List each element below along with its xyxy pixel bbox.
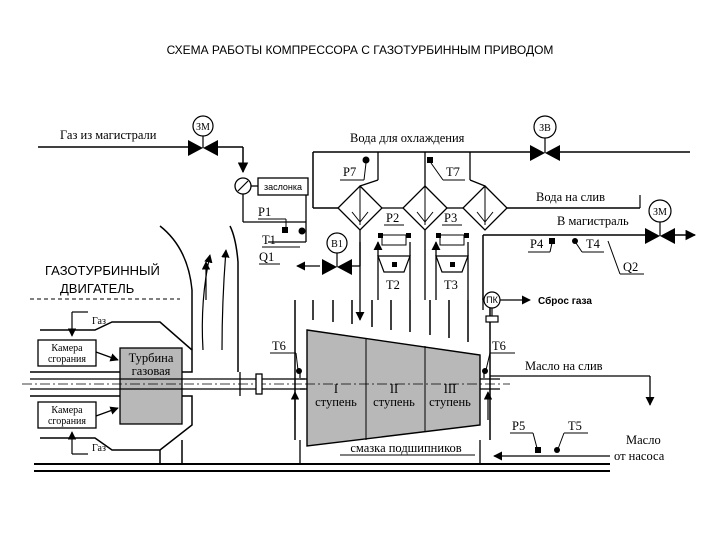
- exchanger-connections: [359, 179, 486, 209]
- sensor-group-1: P1 T1 Q1: [258, 205, 306, 265]
- combustion-bottom-text-b: сгорания: [48, 416, 86, 427]
- sensor-p4: P4: [530, 237, 544, 251]
- sensor-group-4: P4 T4 Q2: [528, 237, 644, 275]
- sensor-p1: P1: [258, 205, 271, 219]
- compressor-top-blades: [312, 300, 469, 342]
- gas-turbine-engine: ГАЗОТУРБИННЫЙ ДВИГАТЕЛЬ Газ Газ Камера с…: [30, 225, 239, 464]
- to-main-label: В магистраль: [557, 214, 629, 228]
- sensor-t6-left: T6: [272, 339, 286, 353]
- turbine-text-b: газовая: [132, 364, 171, 378]
- sensor-p7: P7: [343, 165, 356, 179]
- main-shaft: [22, 372, 305, 396]
- cooling-water-line: Вода для охлаждения: [312, 131, 690, 209]
- bearing-lube-label: смазка подшипников: [350, 441, 461, 455]
- sensor-t6-left-group: T6: [270, 339, 302, 374]
- heat-exchanger-2: [402, 185, 448, 231]
- valve-v1-label: В1: [331, 239, 343, 250]
- combustion-chamber-bottom: [37, 401, 97, 429]
- oil-from-pump-label-2: от насоса: [614, 449, 665, 463]
- sensor-t4: T4: [586, 237, 601, 251]
- stage3-numeral: III: [444, 382, 457, 396]
- gas-bottom-label: Газ: [92, 443, 106, 454]
- sensor-t6-right: T6: [492, 339, 506, 353]
- oil-drain-line: Масло на слив: [490, 359, 655, 406]
- sensor-t1: T1: [262, 233, 276, 247]
- compressor-rotor: [306, 329, 481, 447]
- stage2-label: ступень: [373, 395, 415, 409]
- valve-zv[interactable]: ЗВ: [530, 115, 560, 161]
- sensor-p2: P2: [386, 211, 399, 225]
- diagram-title: СХЕМА РАБОТЫ КОМПРЕССОРА С ГАЗОТУРБИННЫМ…: [167, 43, 554, 57]
- stage2-numeral: II: [390, 382, 398, 396]
- pk-label: ПК: [486, 295, 498, 305]
- damper-label: заслонка: [264, 182, 302, 192]
- sensor-t7: T7: [446, 165, 460, 179]
- combustion-top-text-b: сгорания: [48, 354, 86, 365]
- heat-exchanger-3: [462, 185, 508, 231]
- valve-zm-left-label: ЗМ: [196, 122, 210, 133]
- valve-v1[interactable]: В1: [322, 232, 352, 275]
- combustion-top-text-a: Камера: [51, 343, 83, 354]
- gas-inlet-line: Газ из магистрали: [38, 128, 249, 174]
- damper-box: заслонка: [257, 177, 309, 196]
- water-drain-label: Вода на слив: [536, 190, 605, 204]
- valve-zm-right[interactable]: ЗМ: [645, 199, 675, 244]
- stage1-label: ступень: [315, 395, 357, 409]
- cooling-water-label: Вода для охлаждения: [350, 131, 465, 145]
- compressor: I ступень II ступень III ступень смазка …: [290, 300, 510, 464]
- gas-top-label: Газ: [92, 316, 106, 327]
- valve-zm-left[interactable]: ЗМ: [188, 115, 218, 156]
- combustion-bottom-text-a: Камера: [51, 405, 83, 416]
- sensor-t2: T2: [386, 278, 400, 292]
- gas-discharge-label: Сброс газа: [538, 295, 592, 307]
- interstage-piping: P2 P3 T2 T3: [296, 211, 469, 321]
- shaft-coupling: [255, 373, 263, 395]
- stage1-numeral: I: [334, 382, 338, 396]
- sensor-group-7: P7 T7: [340, 156, 465, 181]
- oil-drain-label: Масло на слив: [525, 359, 603, 373]
- sensor-p5: P5: [512, 419, 525, 433]
- gas-discharge-valve[interactable]: ПК Сброс газа: [482, 291, 592, 323]
- sensor-t6-right-group: T6: [482, 339, 515, 374]
- oil-from-pump-label-1: Масло: [626, 433, 661, 447]
- sensor-p3: P3: [444, 211, 457, 225]
- valve-zv-label: ЗВ: [539, 123, 551, 134]
- heat-exchanger-1: [337, 185, 383, 231]
- combustion-chamber-top: [37, 339, 97, 367]
- sensor-t5: T5: [568, 419, 582, 433]
- water-drain-line: Вода на слив: [507, 190, 641, 209]
- sensor-t3: T3: [444, 278, 458, 292]
- gte-label-line2: ДВИГАТЕЛЬ: [60, 281, 134, 296]
- stage3-label: ступень: [429, 395, 471, 409]
- gas-to-main-line: В магистраль: [482, 214, 697, 300]
- foundation-base: [34, 463, 610, 472]
- oil-supply-line: Масло от насоса P5 T5: [493, 419, 665, 463]
- turbine-text-a: Турбина: [129, 351, 174, 365]
- pressure-gauge: [234, 177, 258, 195]
- gte-label-line1: ГАЗОТУРБИННЫЙ: [45, 263, 160, 278]
- sensor-q1: Q1: [259, 250, 274, 264]
- gas-from-main-label: Газ из магистрали: [60, 128, 157, 142]
- gas-turbine-block: [119, 347, 183, 425]
- valve-zm-right-label: ЗМ: [653, 207, 667, 218]
- fuel-gas-line: [242, 194, 307, 243]
- sensor-q2: Q2: [623, 260, 638, 274]
